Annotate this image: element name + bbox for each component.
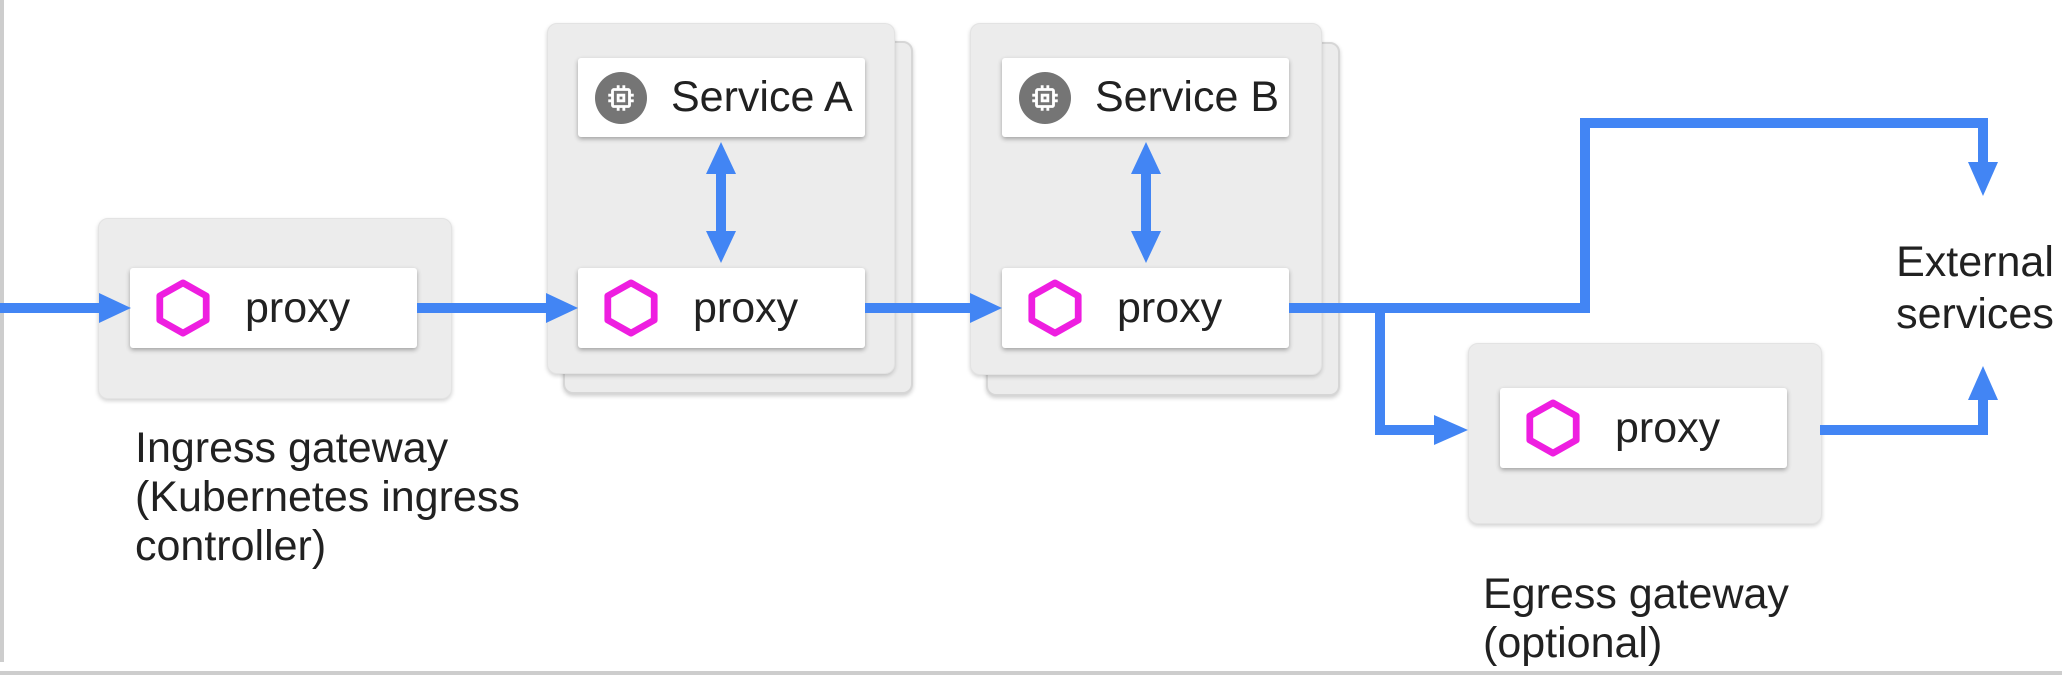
arrow-service-b-proxy-bidirectional (1131, 142, 1161, 263)
arrow-service-b-to-external (1289, 118, 1998, 313)
service-circle (595, 71, 647, 124)
proxy-label: proxy (1615, 403, 1721, 452)
egress-gateway-caption: Egress gateway (optional) (1483, 570, 1789, 667)
service-circle (1019, 71, 1071, 124)
hexagon-outline-icon (604, 279, 658, 337)
service-a-title: Service A (671, 73, 853, 121)
ingress-gateway-caption: Ingress gateway (Kubernetes ingress cont… (135, 424, 520, 570)
arrow-service-a-to-service-b (865, 293, 1002, 323)
memory-chip-icon (608, 84, 634, 111)
egress-proxy-node: proxy (1500, 388, 1787, 468)
page-left-border (0, 0, 4, 662)
arrow-service-a-proxy-bidirectional (706, 142, 736, 263)
proxy-label: proxy (693, 283, 799, 332)
memory-chip-icon (1032, 84, 1058, 111)
service-b-proxy-node: proxy (1002, 268, 1289, 348)
hexagon-outline-icon (156, 279, 210, 337)
service-a-node: Service A (578, 58, 865, 137)
arrow-service-b-to-egress (1375, 308, 1468, 445)
hexagon-outline-icon (1526, 399, 1580, 457)
arrow-inbound-to-ingress (0, 293, 131, 323)
service-b-title: Service B (1095, 73, 1280, 121)
proxy-label: proxy (245, 283, 351, 332)
hexagon-outline-icon (1028, 279, 1082, 337)
page-bottom-border (0, 671, 2062, 675)
service-a-proxy-node: proxy (578, 268, 865, 348)
arrow-ingress-to-service-a (417, 293, 578, 323)
ingress-proxy-node: proxy (130, 268, 417, 348)
proxy-label: proxy (1117, 283, 1223, 332)
service-b-node: Service B (1002, 58, 1289, 137)
arrow-egress-to-external (1820, 366, 1998, 435)
external-services-label: External services (1896, 238, 2054, 338)
